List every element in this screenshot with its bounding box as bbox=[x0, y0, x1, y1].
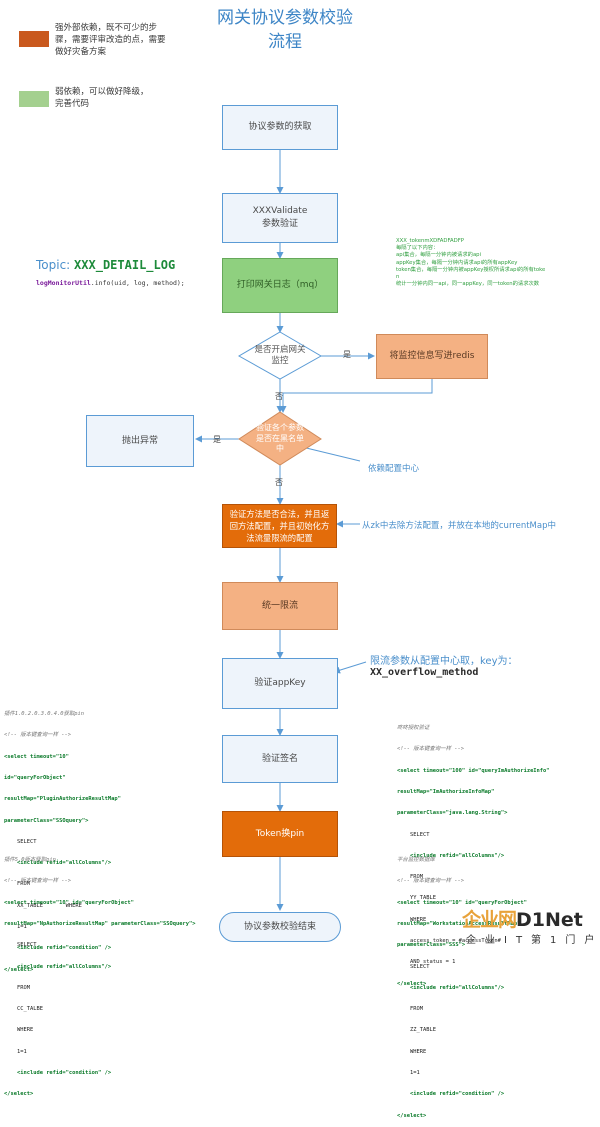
decision-blacklist-label: 验证各个参数是否在黑名单中 bbox=[256, 423, 304, 454]
rate-limit-note: 限流参数从配置中心取，key为： bbox=[370, 656, 518, 667]
node-gateway-log[interactable]: 打印网关日志（mq） bbox=[222, 258, 338, 313]
edge-config-d2 bbox=[297, 444, 361, 462]
label-no-blacklist: 否 bbox=[275, 478, 283, 487]
decision-monitor-shape bbox=[237, 331, 323, 380]
decision-blacklist[interactable]: 验证各个参数是否在黑名单中 bbox=[239, 421, 321, 457]
monitor-stat-note: XXX_tokenmXDFADFADFP 每隔了以下内容： api集合，每隔一分… bbox=[396, 238, 546, 288]
node-end[interactable]: 协议参数校验结束 bbox=[219, 912, 341, 942]
node-verify-signature-label: 验证签名 bbox=[261, 753, 298, 764]
node-token-to-pin[interactable]: Token换pin bbox=[222, 811, 338, 857]
legend-text-strong: 强外部依赖，既不可少的步 骤，需要评审改造的点，需要 做好灾备方案 bbox=[55, 23, 166, 57]
watermark-logo: 企业网D1Net bbox=[462, 905, 583, 932]
title-line-1: 网关协议参数校验 bbox=[217, 8, 353, 28]
legend-text-weak: 弱依赖，可以做好降级， 完善代码 bbox=[55, 87, 149, 109]
decision-monitor[interactable]: 是否开启网关监控 bbox=[239, 340, 321, 372]
watermark-brand-cn: 企业网 bbox=[462, 909, 517, 931]
sql-block-im-authorize: 咚咚授权验证 <!-- 版本键查询一样 --> <select timeout=… bbox=[397, 725, 550, 987]
zk-config-note: 从zk中去除方法配置，并放在本地的currentMap中 bbox=[362, 521, 556, 531]
decision-blacklist-shape bbox=[238, 411, 322, 466]
log-call: .info(uid, log, method); bbox=[90, 279, 185, 287]
node-get-params[interactable]: 协议参数的获取 bbox=[222, 105, 338, 150]
node-token-to-pin-label: Token换pin bbox=[255, 828, 305, 839]
node-throw-exception[interactable]: 抛出异常 bbox=[86, 415, 194, 467]
node-end-label: 协议参数校验结束 bbox=[243, 921, 316, 932]
sql-block-plugin5-pin: 插件5.0版本获取pin <!-- 版本键查询一样 --> <select ti… bbox=[4, 857, 196, 1098]
legend-swatch-weak bbox=[19, 91, 49, 107]
label-yes-monitor: 是 bbox=[343, 350, 351, 359]
node-rate-limit[interactable]: 统一限流 bbox=[222, 582, 338, 630]
log-call-snippet: logMonitorUtil.info(uid, log, method); bbox=[36, 279, 185, 287]
edge-redis-d2 bbox=[279, 378, 433, 413]
topic-value: XXX_DETAIL_LOG bbox=[74, 258, 176, 272]
config-center-note: 依赖配置中心 bbox=[368, 464, 420, 474]
node-get-params-label: 协议参数的获取 bbox=[248, 122, 312, 132]
topic-annotation: Topic: XXX_DETAIL_LOG bbox=[36, 258, 175, 272]
node-write-redis[interactable]: 将监控信息写进redis bbox=[376, 334, 488, 379]
sql-block-workstation: 平台监控数据库 <!-- 版本键查询一样 --> <select timeout… bbox=[397, 857, 527, 1119]
legend-swatch-strong bbox=[19, 31, 49, 47]
node-verify-appkey-label: 验证appKey bbox=[254, 678, 306, 688]
label-yes-blacklist: 是 bbox=[213, 435, 221, 444]
title-line-2: 流程 bbox=[268, 32, 302, 52]
node-rate-limit-label: 统一限流 bbox=[261, 600, 298, 611]
node-verify-appkey[interactable]: 验证appKey bbox=[222, 658, 338, 709]
page-title: 网关协议参数校验 流程 bbox=[180, 6, 390, 54]
rate-limit-key: XX_overflow_method bbox=[370, 667, 479, 678]
node-write-redis-label: 将监控信息写进redis bbox=[389, 351, 475, 361]
log-object: logMonitorUtil bbox=[36, 279, 91, 287]
decision-monitor-label: 是否开启网关监控 bbox=[254, 345, 306, 366]
node-method-validate-label: 验证方法是否合法，并且返回方法配置，并且初始化方法流量限流的配置 bbox=[229, 509, 330, 543]
watermark-slogan: 企业IT第1门户 bbox=[466, 935, 600, 946]
flow-connectors bbox=[195, 150, 433, 911]
watermark-brand-en: D1Net bbox=[516, 909, 583, 931]
node-gateway-log-label: 打印网关日志（mq） bbox=[236, 280, 324, 290]
node-throw-exception-label: 抛出异常 bbox=[121, 435, 158, 446]
topic-label: Topic: bbox=[36, 258, 75, 272]
node-method-validate[interactable]: 验证方法是否合法，并且返回方法配置，并且初始化方法流量限流的配置 bbox=[222, 504, 337, 548]
node-verify-signature[interactable]: 验证签名 bbox=[222, 735, 338, 783]
edge-limit-n6 bbox=[333, 661, 367, 674]
label-no-monitor: 否 bbox=[275, 392, 283, 401]
